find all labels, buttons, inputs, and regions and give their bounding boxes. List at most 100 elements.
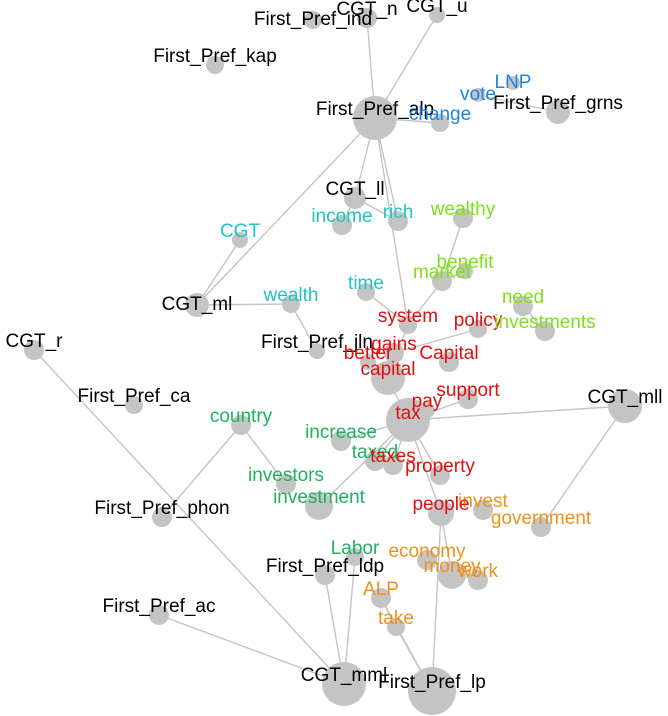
node-label-investment: investment xyxy=(273,487,366,508)
node-take xyxy=(387,618,405,636)
edge-n34-n40 xyxy=(240,424,287,485)
node-investment xyxy=(305,492,333,520)
node-label-benefit: benefit xyxy=(436,252,494,273)
edge-n44-n55 xyxy=(431,512,442,692)
node-system xyxy=(399,316,417,334)
node-income xyxy=(332,215,352,235)
node-label-need: need xyxy=(502,287,544,308)
node-label-market: market xyxy=(413,262,472,283)
node-label-vote: vote xyxy=(460,84,496,105)
node-label-cgt-n: CGT_n xyxy=(336,0,397,20)
node-first-pref-grns xyxy=(546,100,570,124)
node-label-first-pref-phon: First_Pref_phon xyxy=(94,498,229,519)
node-taxes xyxy=(383,455,403,475)
node-cgt xyxy=(232,232,248,248)
node-label-work: work xyxy=(457,561,499,582)
node-gains xyxy=(384,343,404,363)
node-label-first-pref-kap: First_Pref_kap xyxy=(153,46,277,67)
node-first-pref-alp xyxy=(353,96,397,140)
node-label-rich: rich xyxy=(383,202,414,223)
node-first-pref-ac xyxy=(149,605,169,625)
node-investors xyxy=(276,474,296,494)
node-label-cgt-mll: CGT_mll xyxy=(588,387,663,408)
node-label-tax: tax xyxy=(395,403,421,424)
node-first-pref-ind xyxy=(304,11,322,29)
node-cgt-n xyxy=(357,8,377,28)
node-label-cgt-u: CGT_u xyxy=(406,0,467,17)
node-cgt-u xyxy=(429,7,445,23)
edge-n33-n45 xyxy=(540,405,626,528)
node-label-cgt-mml: CGT_mml xyxy=(301,665,388,686)
node-label-government: government xyxy=(491,508,592,529)
node-label-first-pref-ind: First_Pref_ind xyxy=(254,9,372,30)
node-first-pref-phon xyxy=(152,507,172,527)
node-labor xyxy=(346,548,364,566)
node-label-property: property xyxy=(405,456,475,477)
node-work xyxy=(468,570,488,590)
node-capital xyxy=(371,361,405,395)
node-label-cgt-r: CGT_r xyxy=(6,331,64,352)
node-first-pref-ca xyxy=(125,396,143,414)
node-rich xyxy=(388,211,408,231)
node-cgt-ml xyxy=(185,293,209,317)
node-label-increase: increase xyxy=(305,422,377,443)
node-label-lnp: LNP xyxy=(495,72,532,93)
node-people xyxy=(428,500,454,526)
node-label-time: time xyxy=(348,273,384,294)
node-label-income: income xyxy=(311,206,372,227)
edge-n14-n20 xyxy=(196,239,241,306)
node-label-first-pref-ca: First_Pref_ca xyxy=(78,386,191,407)
node-need xyxy=(513,296,533,316)
node-support xyxy=(458,389,478,409)
node-label-economy: economy xyxy=(388,541,466,562)
edge-n20-n18 xyxy=(196,303,292,306)
edge-n11-n16 xyxy=(441,217,464,282)
node-lnp xyxy=(506,76,520,90)
edge-n8-n20 xyxy=(196,117,376,306)
node-tax xyxy=(386,398,430,442)
node-taxed xyxy=(365,451,385,471)
node-label-cgt-ml: CGT_ml xyxy=(162,294,233,315)
node-label-invest: invest xyxy=(458,491,508,512)
edge-n52-n54 xyxy=(158,614,345,685)
node-label-taxed: taxed xyxy=(352,442,398,463)
node-label-investors: investors xyxy=(248,465,324,486)
node-label-support: support xyxy=(436,380,500,401)
node-cgt-r xyxy=(24,340,44,360)
node-label-pay: pay xyxy=(412,391,443,412)
node-policy xyxy=(469,320,487,338)
node-label-country: country xyxy=(210,406,273,427)
node-cgt-mml xyxy=(322,662,366,706)
node-label-change: change xyxy=(409,104,471,125)
node-better xyxy=(360,354,376,370)
node-first-pref-lp xyxy=(408,667,456,715)
node-label-first-pref-ac: First_Pref_ac xyxy=(103,596,216,617)
node-label-first-pref-jln: First_Pref_jln xyxy=(261,332,373,353)
node-label-first-pref-ldp: First_Pref_ldp xyxy=(266,556,384,577)
node-property xyxy=(430,465,450,485)
node-first-pref-kap xyxy=(206,56,224,74)
node-first-pref-ldp xyxy=(315,565,335,585)
node-label-wealth: wealth xyxy=(263,285,319,306)
node-label-wealthy: wealthy xyxy=(430,199,496,220)
node-label-system: system xyxy=(378,306,438,327)
nodes-layer xyxy=(24,7,642,715)
node-capital xyxy=(439,352,459,372)
node-wealth xyxy=(282,295,300,313)
node-label-taxes: taxes xyxy=(370,446,415,467)
node-label-alp: ALP xyxy=(363,579,399,600)
node-investments xyxy=(535,321,555,341)
node-wealthy xyxy=(453,208,473,228)
edge-n22-n26 xyxy=(393,328,479,354)
node-change xyxy=(431,114,449,132)
node-cgt-ll xyxy=(344,187,366,209)
node-label-people: people xyxy=(412,494,469,515)
node-label-gains: gains xyxy=(371,334,416,355)
node-label-first-pref-alp: First_Pref_alp xyxy=(316,99,434,120)
node-benefit xyxy=(457,263,473,279)
node-vote xyxy=(471,88,485,102)
edge-n24-n54 xyxy=(33,349,345,685)
node-market xyxy=(432,271,452,291)
